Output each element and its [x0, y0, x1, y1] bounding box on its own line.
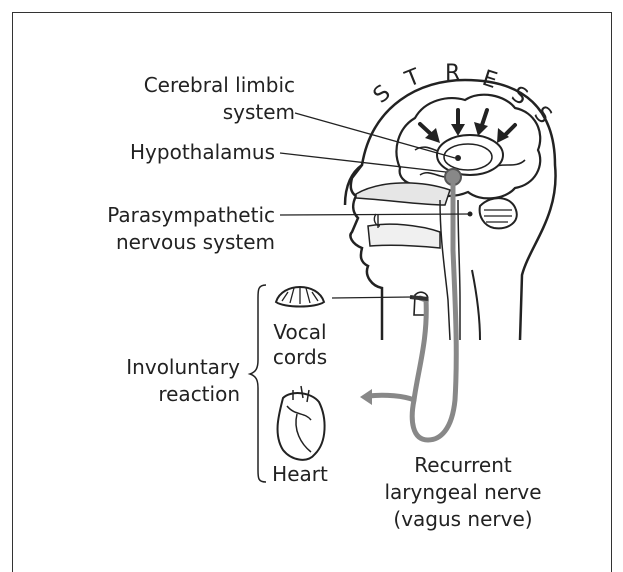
stress-letter-s1: S	[369, 80, 396, 108]
label-recurrent-line3: (vagus nerve)	[358, 507, 568, 531]
label-parasympathetic-line2: nervous system	[60, 230, 275, 254]
heart-icon	[278, 386, 325, 460]
nasal-cavity	[356, 183, 450, 205]
label-limbic-line1: Cerebral limbic	[90, 73, 295, 97]
stress-letter-t: T	[401, 64, 424, 93]
label-recurrent-line1: Recurrent	[358, 453, 568, 477]
stress-letter-e: E	[479, 66, 500, 94]
heart-arrowhead	[360, 389, 372, 405]
label-limbic-line2: system	[90, 100, 295, 124]
limbic-dot	[455, 155, 461, 161]
label-vocal-line2: cords	[262, 345, 338, 369]
label-involuntary-line2: reaction	[90, 382, 240, 406]
label-heart: Heart	[262, 462, 338, 486]
stress-letter-r: R	[445, 61, 460, 86]
vocal-cords-icon	[276, 286, 324, 307]
label-recurrent-line2: laryngeal nerve	[358, 480, 568, 504]
involuntary-bracket	[250, 285, 266, 482]
label-vocal-line1: Vocal	[262, 320, 338, 344]
oral-cavity	[368, 224, 440, 248]
vagus-to-heart	[368, 395, 414, 400]
neck-back	[472, 270, 480, 340]
cerebellum	[480, 198, 517, 228]
label-parasympathetic-line1: Parasympathetic	[60, 203, 275, 227]
label-involuntary-line1: Involuntary	[90, 355, 240, 379]
label-hypothalamus: Hypothalamus	[70, 140, 275, 164]
